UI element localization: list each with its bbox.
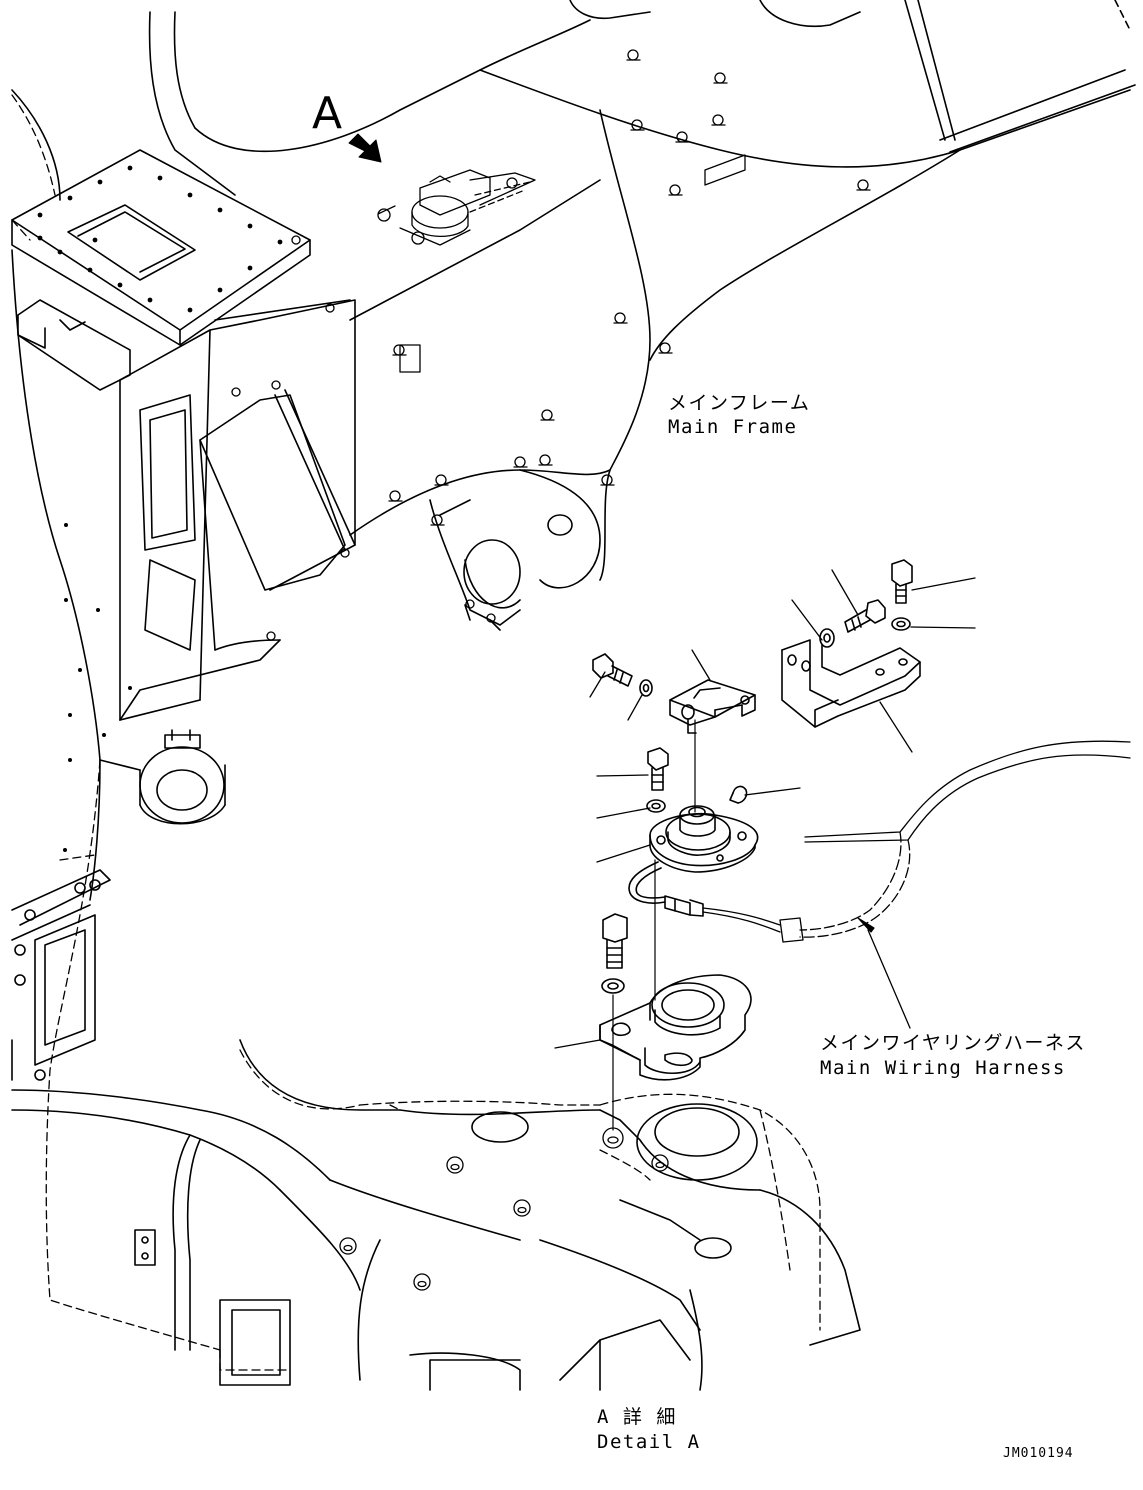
washer: [820, 629, 834, 647]
harness-arrowhead: [858, 918, 874, 932]
pin: [730, 786, 747, 803]
harness-label-jp: メインワイヤリングハーネス: [820, 1032, 1086, 1054]
main-frame-drawing: [12, 0, 1135, 1080]
hex-bolt: [892, 560, 912, 603]
main-wiring-harness: [703, 741, 1130, 942]
lower-frame-drawing: [12, 1040, 860, 1390]
position-sensor: [629, 806, 758, 916]
detail-a-label-jp: A 詳 細: [597, 1406, 677, 1428]
hex-bolt: [845, 600, 885, 632]
main-frame-label-jp: メインフレーム: [668, 392, 811, 414]
bracket: [782, 640, 920, 727]
main-frame-label-en: Main Frame: [668, 416, 798, 438]
washer: [892, 618, 910, 630]
assembly-lines: [613, 720, 695, 1130]
sensor-location-a: [378, 170, 535, 245]
detail-a-label-en: Detail A: [597, 1431, 701, 1453]
hex-bolt: [648, 748, 668, 790]
lever-block: [670, 680, 755, 733]
hex-bolt: [603, 914, 627, 968]
frame-bolt-heads: [63, 50, 870, 1290]
frame-outline-dashed: [12, 95, 820, 1370]
view-a-arrow: [349, 134, 381, 162]
washer: [640, 680, 652, 696]
view-a-letter: A: [312, 88, 343, 139]
harness-label-en: Main Wiring Harness: [820, 1057, 1066, 1079]
drawing-number: JM010194: [1003, 1446, 1074, 1461]
washer: [647, 800, 665, 812]
washer: [602, 979, 624, 993]
mounting-plate: [600, 975, 751, 1080]
leader-lines: [555, 570, 975, 1048]
hex-bolt: [593, 654, 632, 686]
